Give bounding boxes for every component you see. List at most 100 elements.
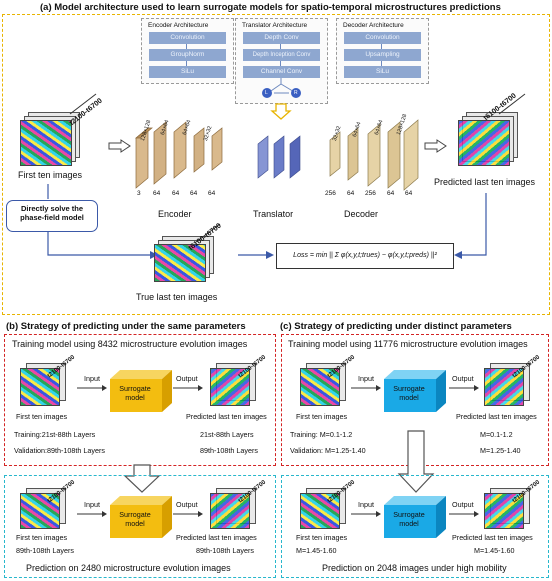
true-last-label: True last ten images [136,292,218,302]
panel-c-prediction-frame [281,475,549,578]
panel-b-prediction-frame [4,475,276,578]
true-stack-diagonal [195,223,221,243]
c-pred-surrogate-cube [384,496,446,538]
translator-step-3: Channel Conv [243,66,320,78]
encoder-label: Encoder [158,209,192,219]
encoder-step-3: SiLu [149,66,226,78]
encoder-arch-title: Encoder Architecture [148,22,209,29]
translator-arch-box: Translator Architecture Depth Conv Depth… [235,18,328,104]
b-pred-predicted-last: Predicted last ten images [176,533,257,542]
translator-label: Translator [253,209,294,219]
c-input-arrow [351,385,381,391]
b-input-image [20,368,60,406]
decoder-channel-5: 64 [405,190,413,197]
translator-connector [280,44,281,49]
decoder-channel-4: 64 [387,190,395,197]
b-pred-surrogate-label: Surrogate model [119,510,151,528]
b-output-label: Output [176,374,198,383]
decoder-connector [381,44,382,49]
b-pred-output-image [210,493,250,529]
translator-arch-title: Translator Architecture [242,22,308,29]
b-pred-output-arrow [173,511,203,517]
decoder-channel-2: 64 [347,190,355,197]
encoder-channel-5: 64 [208,190,216,197]
encoder-step-1: Convolution [149,32,226,44]
b-input-label: Input [84,374,100,383]
b-pred-output-label: Output [176,500,198,509]
encoder-channel-2: 64 [153,190,161,197]
c-pred-left: M=1.45-1.60 [296,546,337,555]
c-pred-output-arrow [449,511,479,517]
c-pred-surrogate-label: Surrogate model [393,510,425,528]
c-pred-output-image [484,493,524,529]
encoder-connector [186,61,187,66]
c-pred-input-image [300,493,340,529]
translator-circles [262,78,301,98]
b-pred-input-label: Input [84,500,100,509]
c-pred-first-ten: First ten images [296,533,348,542]
b-pred-first-ten: First ten images [16,533,68,542]
first-ten-label: First ten images [18,170,83,180]
encoder-channel-3: 64 [172,190,180,197]
decoder-channel-1: 256 [325,190,336,197]
b-pred-right: 89th-108th Layers [196,546,254,555]
arrow-input-to-encoder [108,139,131,153]
c-pred-predicted-last: Predicted last ten images [452,533,533,542]
decoder-step-1: Convolution [344,32,421,44]
panel-c-training-header: Training model using 11776 microstructur… [288,339,528,349]
b-pred-left: 89th-108th Layers [16,546,74,555]
solve-connectors [47,184,487,259]
true-microstructure-image [154,244,206,282]
panel-a-title: (a) Model architecture used to learn sur… [40,2,501,13]
c-pred-right: M=1.45-1.60 [474,546,515,555]
decoder-arch-box: Decoder Architecture Convolution Upsampl… [336,18,429,84]
decoder-step-2: Upsampling [344,49,421,61]
c-output-label: Output [452,374,474,383]
b-pred-surrogate-cube [110,496,172,538]
predicted-microstructure-image [458,120,510,166]
c-pred-input-arrow [351,511,381,517]
c-input-image [300,368,340,406]
panel-b-title: (b) Strategy of predicting under the sam… [6,321,246,332]
c-validation-left: Validation: M=1.25-1.40 [290,446,366,455]
b-surrogate-cube [110,370,172,412]
solve-phase-field-box: Directly solve the phase-field model [6,200,98,232]
encoder-channel-1: 3 [137,190,141,197]
panel-b-footer: Prediction on 2480 microstructure evolut… [26,563,231,573]
b-output-image [210,368,250,406]
c-input-label: Input [358,374,374,383]
translator-slabs [257,135,301,179]
c-surrogate-label: Surrogate model [393,384,425,402]
panel-c-title: (c) Strategy of predicting under distinc… [280,321,512,332]
b-input-arrow [77,385,107,391]
output-stack-diagonal [498,93,526,115]
panel-b-training-header: Training model using 8432 microstructure… [12,339,248,349]
solve-phase-field-text: Directly solve the phase-field model [20,204,84,222]
b-surrogate-label: Surrogate model [119,384,151,402]
b-validation-right: 89th-108th Layers [200,446,258,455]
input-stack-diagonal [69,93,97,115]
translator-circle-left: L [265,90,268,96]
encoder-arch-box: Encoder Architecture Convolution GroupNo… [141,18,234,84]
b-first-ten: First ten images [16,412,68,421]
b-pred-input-image [20,493,60,529]
panel-a-frame [2,14,550,315]
b-validation-left: Validation:89th-108th Layers [14,446,105,455]
translator-step-2: Depth Inception Conv [243,49,320,61]
c-output-arrow [449,385,479,391]
c-pred-input-label: Input [358,500,374,509]
input-microstructure-image [20,120,72,166]
b-hollow-down-arrow [123,464,161,493]
loss-formula: Loss = min || Σ φ(x,y,t;trues) − φ(x,y,t… [293,252,437,259]
c-surrogate-cube [384,370,446,412]
predicted-last-label: Predicted last ten images [434,177,536,187]
c-validation-right: M=1.25-1.40 [480,446,521,455]
c-first-ten: First ten images [296,412,348,421]
decoder-arch-title: Decoder Architecture [343,22,404,29]
b-training-right: 21st-88th Layers [200,430,254,439]
translator-circle-right: R [294,90,298,96]
encoder-slabs [135,121,223,189]
c-hollow-down-arrow [397,430,435,493]
c-training-left: Training: M=0.1-1.2 [290,430,353,439]
b-training-left: Training:21st-88th Layers [14,430,96,439]
